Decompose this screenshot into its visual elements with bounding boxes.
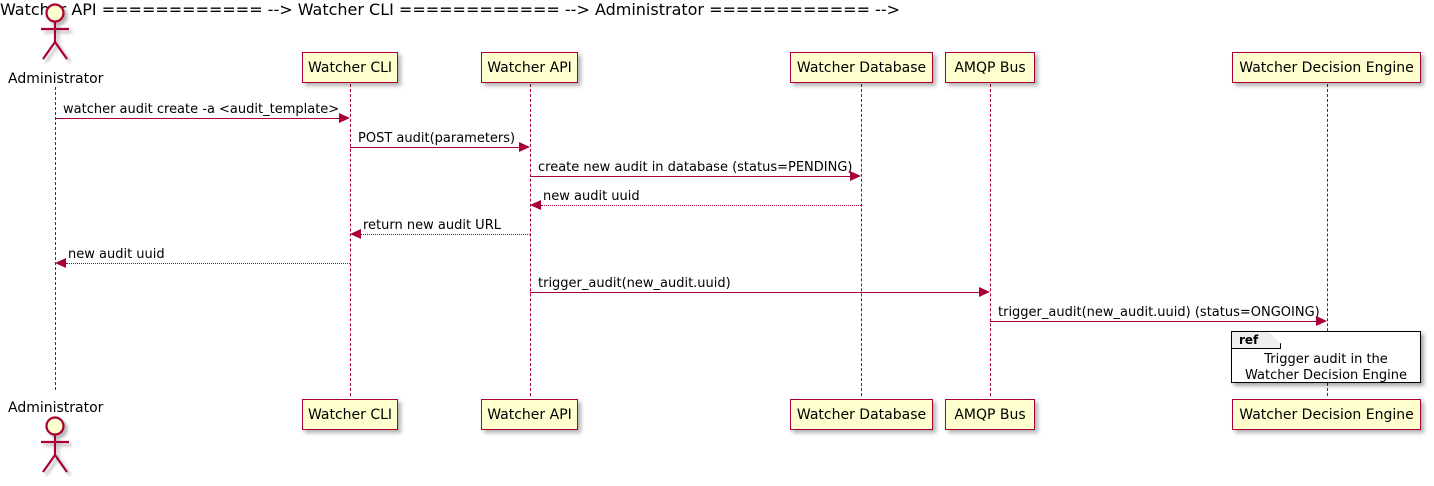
participant-watcher-cli-top[interactable]: Watcher CLI — [302, 52, 398, 83]
message-label-3: create new audit in database (status=PEN… — [538, 160, 853, 175]
message-label-8: trigger_audit(new_audit.uuid) (status=ON… — [998, 305, 1320, 320]
participant-label-amqp-bus-top: AMQP Bus — [954, 59, 1026, 76]
actor-label-administrator-bottom: Administrator — [8, 400, 104, 416]
lifeline-watcher-cli — [350, 84, 351, 396]
message-arrowhead-8 — [1316, 316, 1327, 326]
participant-label-watcher-api-bottom: Watcher API — [487, 406, 572, 423]
message-arrowhead-3 — [850, 171, 861, 181]
message-arrowhead-5 — [350, 229, 361, 239]
participant-amqp-bus-bottom[interactable]: AMQP Bus — [945, 399, 1035, 430]
lifeline-watcher-api — [530, 84, 531, 396]
message-line-2 — [350, 147, 519, 148]
ref-fragment-text: Trigger audit in the Watcher Decision En… — [1232, 352, 1420, 384]
lifeline-administrator — [55, 87, 56, 390]
participant-watcher-database-top[interactable]: Watcher Database — [790, 52, 933, 83]
message-line-4 — [541, 205, 861, 206]
participant-label-watcher-cli-top: Watcher CLI — [307, 59, 393, 76]
message-arrowhead-4 — [530, 200, 541, 210]
participant-watcher-api-top[interactable]: Watcher API — [481, 52, 578, 83]
actor-administrator-bottom[interactable] — [32, 415, 80, 481]
message-line-8 — [990, 321, 1316, 322]
lifeline-watcher-database — [861, 84, 862, 396]
message-arrowhead-7 — [979, 287, 990, 297]
participant-watcher-database-bottom[interactable]: Watcher Database — [790, 399, 933, 430]
message-label-4: new audit uuid — [543, 189, 640, 204]
participant-amqp-bus-top[interactable]: AMQP Bus — [945, 52, 1035, 83]
actor-label-administrator-top: Administrator — [8, 71, 104, 87]
actor-administrator-top[interactable] — [32, 2, 80, 68]
ref-fragment: ref Trigger audit in the Watcher Decisio… — [1231, 331, 1421, 383]
participant-label-watcher-decision-engine-bottom: Watcher Decision Engine — [1239, 406, 1414, 423]
ref-fragment-text-line2: Watcher Decision Engine — [1245, 368, 1407, 383]
message-label-6: new audit uuid — [68, 247, 165, 262]
participant-watcher-api-bottom[interactable]: Watcher API — [481, 399, 578, 430]
participant-watcher-cli-bottom[interactable]: Watcher CLI — [302, 399, 398, 430]
participant-label-watcher-database-bottom: Watcher Database — [796, 406, 927, 423]
participant-watcher-decision-engine-top[interactable]: Watcher Decision Engine — [1232, 52, 1421, 83]
lifeline-amqp-bus — [990, 84, 991, 396]
lifeline-watcher-decision-engine — [1327, 84, 1328, 396]
message-label-7: trigger_audit(new_audit.uuid) — [538, 276, 731, 291]
participant-label-watcher-database-top: Watcher Database — [796, 59, 927, 76]
actor-stick-figure-icon — [41, 416, 69, 473]
ref-fragment-tag: ref — [1232, 332, 1281, 349]
message-label-5: return new audit URL — [363, 218, 501, 233]
participant-watcher-decision-engine-bottom[interactable]: Watcher Decision Engine — [1232, 399, 1421, 430]
message-label-2: POST audit(parameters) — [358, 131, 516, 146]
message-line-7 — [530, 292, 979, 293]
participant-label-amqp-bus-bottom: AMQP Bus — [954, 406, 1026, 423]
actor-stick-figure-icon — [41, 3, 69, 60]
ref-fragment-text-line1: Trigger audit in the — [1264, 352, 1388, 367]
participant-label-watcher-api-top: Watcher API — [487, 59, 572, 76]
message-line-1 — [55, 118, 339, 119]
message-line-6 — [66, 263, 350, 264]
message-arrowhead-6 — [55, 258, 66, 268]
participant-label-watcher-cli-bottom: Watcher CLI — [307, 406, 393, 423]
message-arrowhead-2 — [519, 142, 530, 152]
participant-label-watcher-decision-engine-top: Watcher Decision Engine — [1239, 59, 1414, 76]
message-label-1: watcher audit create -a <audit_template> — [63, 102, 340, 117]
message-line-5 — [361, 234, 530, 235]
message-arrowhead-1 — [339, 113, 350, 123]
message-line-3 — [530, 176, 850, 177]
